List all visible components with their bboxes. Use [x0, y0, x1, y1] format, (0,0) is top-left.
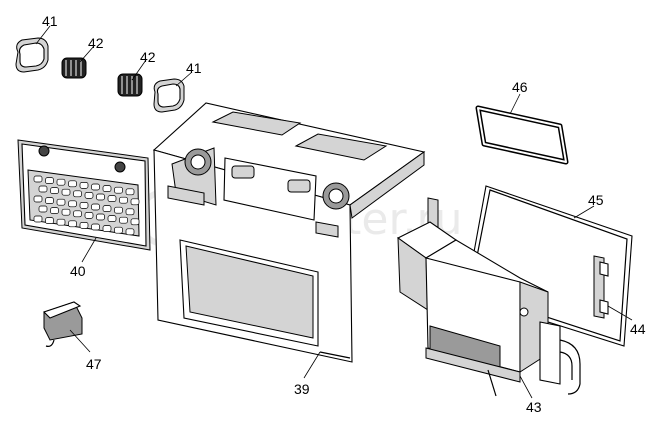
callout-40: 40 [70, 263, 86, 279]
grille-hole [68, 220, 77, 228]
grille-hole [107, 215, 117, 222]
bracket-44 [593, 255, 609, 319]
grille-hole [33, 175, 43, 183]
grille-holes [33, 175, 140, 236]
grille-panel-40 [17, 139, 151, 251]
grille-hole [114, 206, 123, 214]
grille-hole [61, 188, 71, 196]
grille-hole [68, 180, 77, 188]
callout-42-left: 42 [88, 35, 104, 51]
grille-hole [56, 178, 66, 186]
grille-hole [96, 193, 105, 201]
grille-hole [79, 202, 89, 209]
callout-41-right: 41 [186, 60, 202, 76]
grille-hole [56, 218, 66, 226]
callout-43: 43 [526, 399, 542, 415]
cap-41-left [15, 37, 49, 73]
box-47 [42, 301, 83, 347]
grille-hole [68, 200, 77, 208]
grille-hole [50, 187, 59, 194]
callout-46: 46 [512, 79, 528, 95]
callout-45: 45 [588, 192, 604, 208]
grille-hole [130, 218, 140, 226]
callout-47: 47 [86, 356, 102, 372]
grille-hole [73, 210, 82, 218]
gasket-46 [475, 105, 569, 165]
grille-hole [79, 222, 89, 229]
grille-hole [33, 215, 43, 223]
grille-hole [45, 197, 54, 204]
grille-hole [119, 216, 128, 224]
grille-hole [125, 208, 135, 216]
grille-hole [38, 205, 48, 213]
grille-hole [38, 185, 48, 193]
grille-hole [79, 182, 89, 189]
grille-hole [102, 205, 112, 212]
grille-hole [91, 183, 100, 191]
grille-hole [130, 198, 140, 206]
grille-hole [119, 196, 128, 204]
grille-hole [45, 177, 54, 184]
grille-hole [96, 213, 105, 221]
grille-hole [84, 212, 94, 219]
grille-hole [102, 185, 112, 192]
callout-42-right: 42 [140, 49, 156, 65]
grille-hole [91, 203, 100, 211]
spring-42-left [61, 57, 87, 79]
grille-hole [84, 192, 94, 199]
heater-43 [396, 197, 581, 397]
grille-hole [107, 195, 117, 202]
cap-41-right [153, 78, 185, 113]
grille-hole [33, 195, 43, 203]
grille-hole [91, 223, 100, 231]
grille-hole [56, 198, 66, 206]
grille-hole [73, 190, 82, 198]
callout-41-left: 41 [42, 13, 58, 29]
console-39 [152, 102, 426, 363]
leader-lines [35, 25, 633, 399]
grille-hole [125, 228, 135, 236]
callout-39: 39 [294, 381, 310, 397]
grille-hole [114, 186, 123, 194]
grille-hole [61, 208, 71, 216]
grille-hole [114, 226, 123, 234]
grille-hole [125, 188, 135, 196]
spring-42-right [117, 73, 143, 97]
grille-hole [102, 225, 112, 232]
grille-hole [45, 217, 54, 224]
callout-44: 44 [630, 321, 646, 337]
grille-hole [50, 207, 59, 214]
